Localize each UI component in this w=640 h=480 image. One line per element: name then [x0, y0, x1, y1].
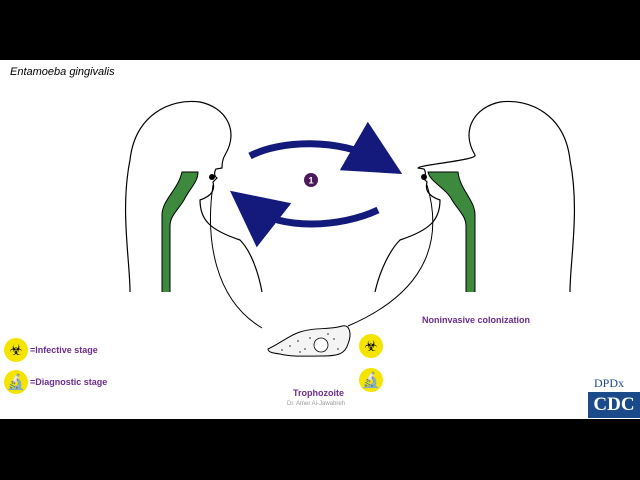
left-head-outline [124, 100, 263, 293]
life-cycle-diagram: 1 [124, 100, 576, 357]
cdc-logo-text: CDC [588, 392, 640, 418]
arrow-to-left [229, 190, 380, 248]
left-connector-line [210, 184, 263, 329]
right-digestive-tract [427, 171, 476, 292]
image-credit: Dr. Amer Al-Jawabreh [287, 401, 346, 407]
biohazard-icon: ☣ [4, 338, 28, 362]
microscope-icon: 🔬 [4, 370, 28, 394]
legend-infective: ☣ =Infective stage [4, 338, 98, 362]
biohazard-icon: ☣ [359, 334, 383, 358]
legend-diagnostic: 🔬 =Diagnostic stage [4, 370, 107, 394]
right-connector-line [347, 184, 434, 327]
left-digestive-tract [161, 171, 199, 292]
colonization-label: Noninvasive colonization [422, 315, 531, 325]
left-mouth-marker [209, 174, 215, 180]
diagram-title: Entamoeba gingivalis [10, 66, 115, 78]
trophozoite-cell [267, 325, 351, 357]
legend-infective-label: =Infective stage [30, 345, 98, 355]
microscope-icon: 🔬 [359, 368, 383, 392]
arrow-to-right [248, 121, 403, 175]
trophozoite-nucleus [313, 337, 329, 353]
right-mouth-marker [421, 174, 427, 180]
stage-label: Trophozoite [293, 388, 344, 398]
step-number: 1 [308, 176, 313, 186]
right-head-outline [374, 100, 576, 293]
dpdx-logo-text: DPDx [594, 376, 625, 390]
diagram-canvas: 1 Entamoeba gingivalis ☣ =Infective stag… [0, 60, 640, 419]
step-badge [304, 173, 318, 187]
legend-diagnostic-label: =Diagnostic stage [30, 377, 108, 387]
cdc-dpdx-logo: DPDx CDC [588, 376, 640, 418]
